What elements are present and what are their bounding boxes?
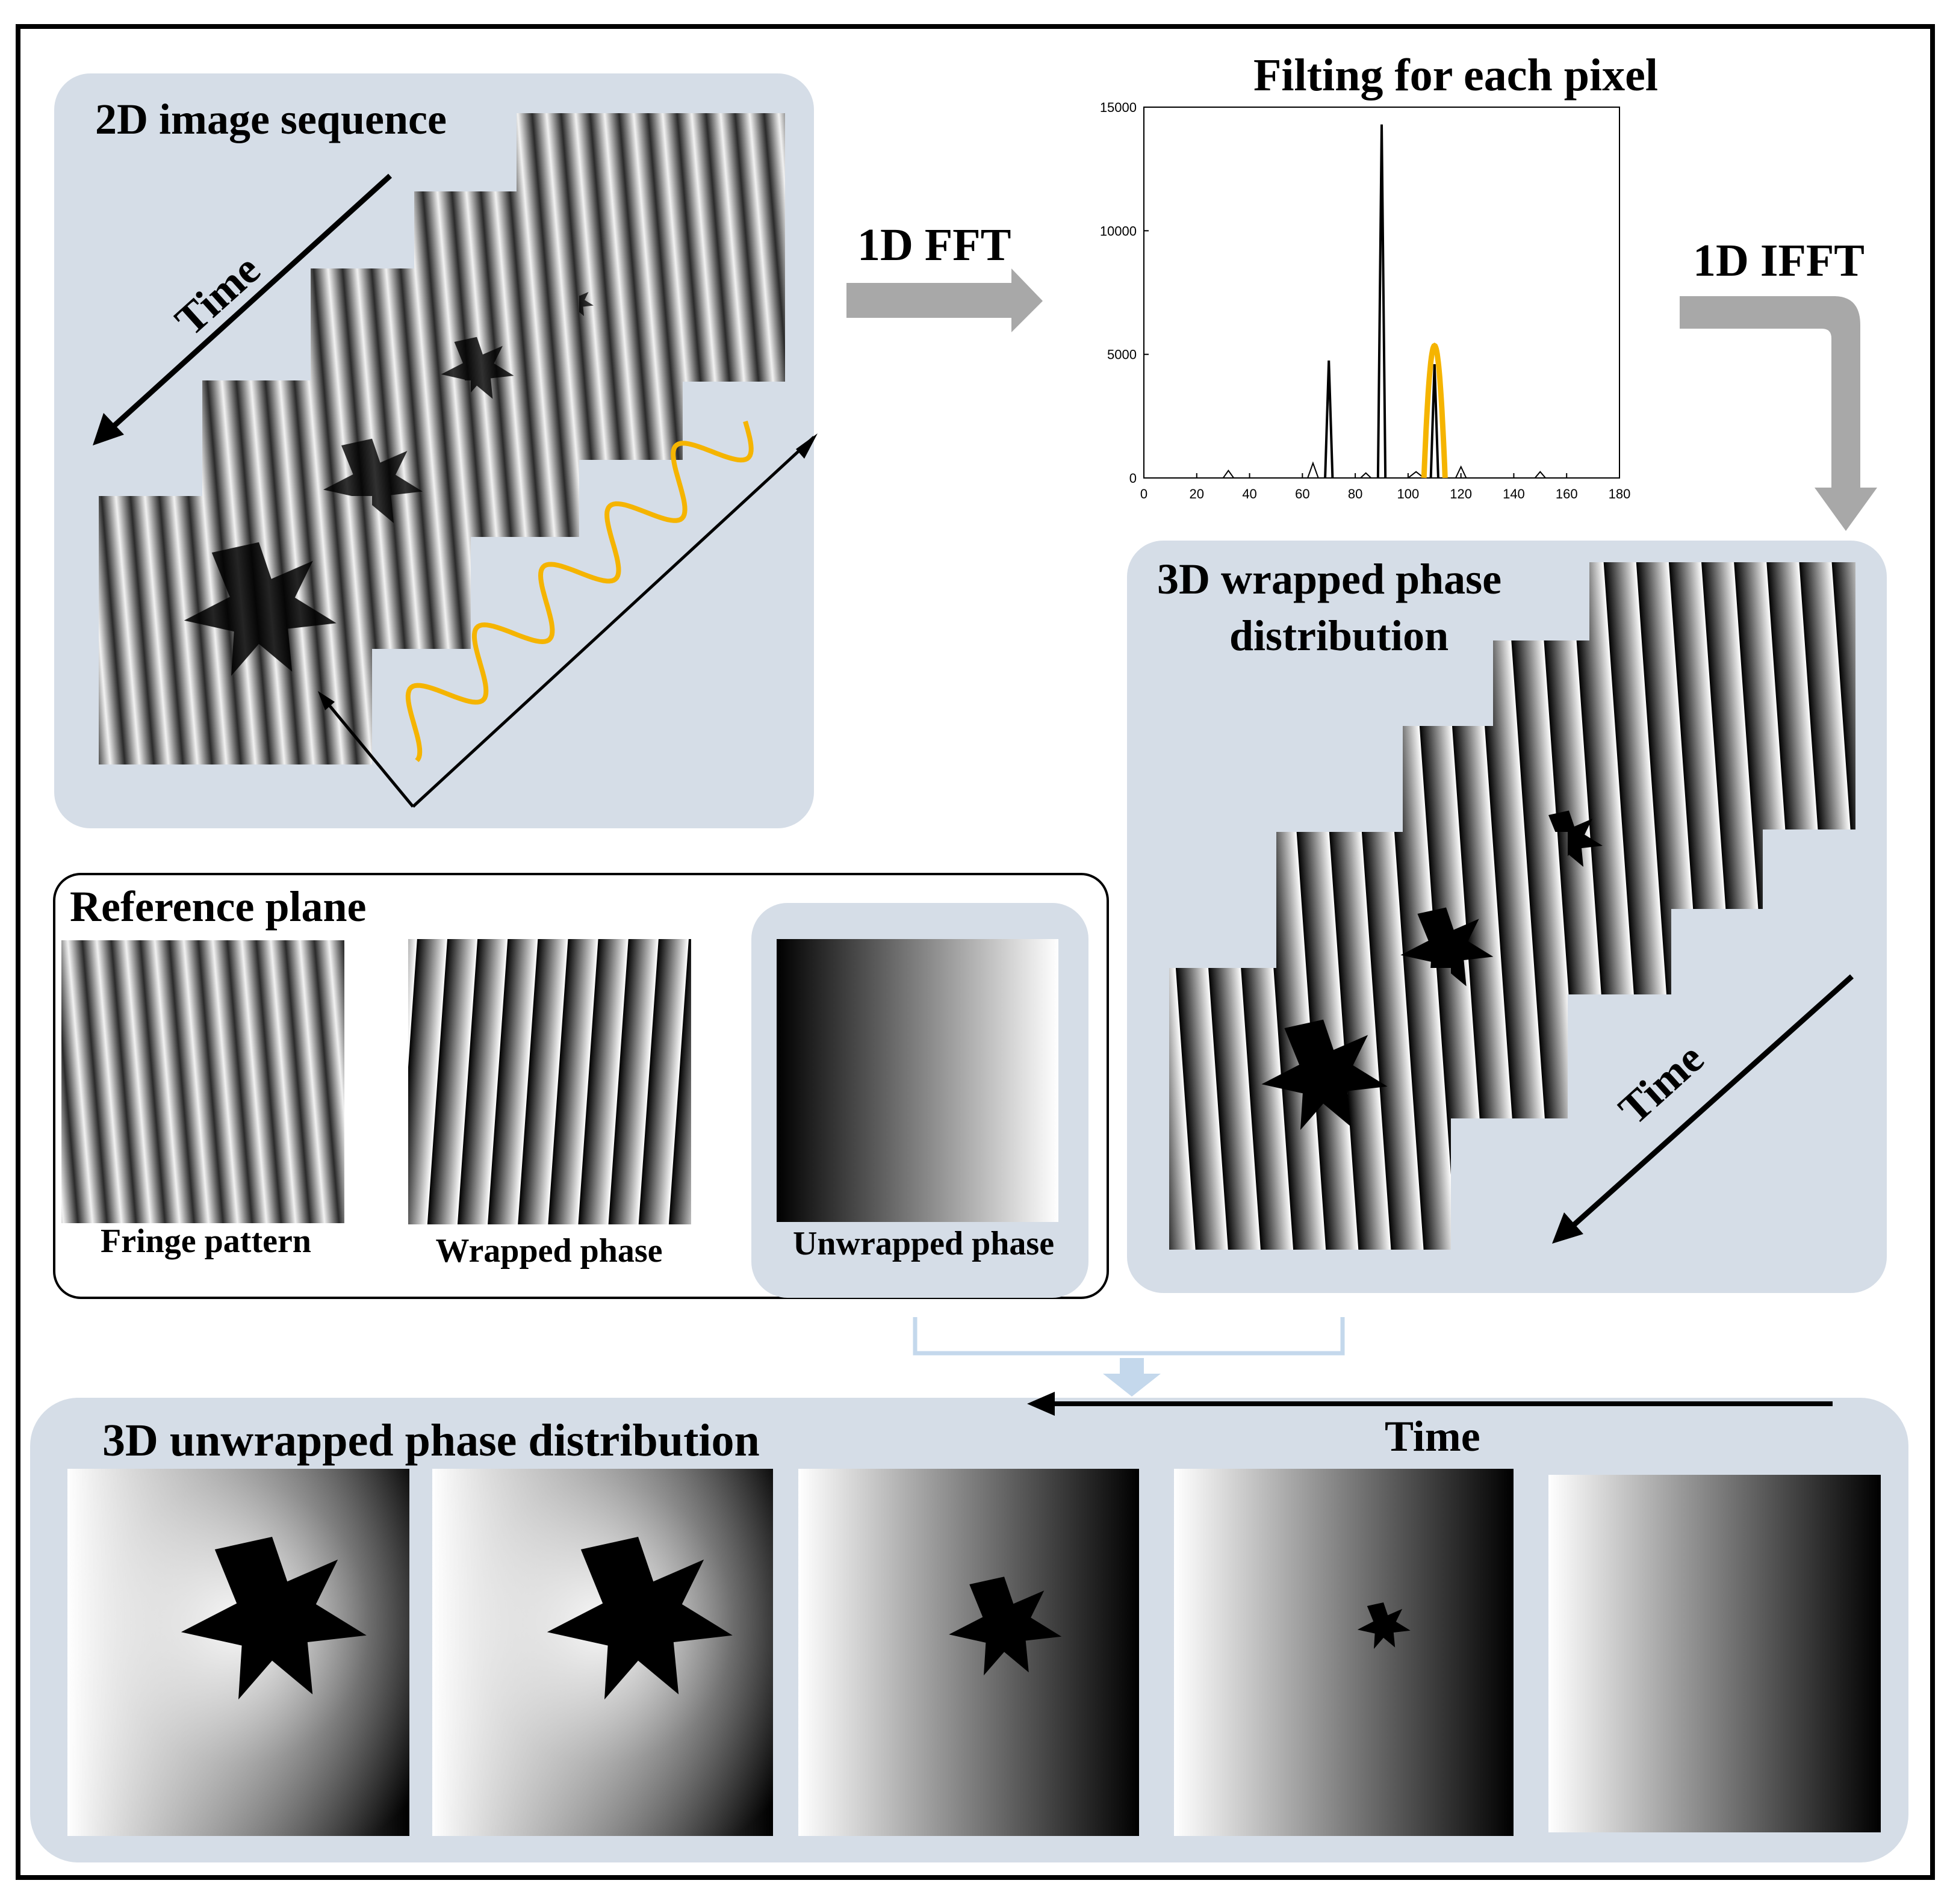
chart-title: Filting for each pixel bbox=[1253, 50, 1658, 101]
spectrum-peak-1 bbox=[1324, 360, 1334, 479]
ifft-label: 1D IFFT bbox=[1693, 235, 1865, 286]
fft-arrow bbox=[846, 268, 1043, 332]
wrapped-stack bbox=[1169, 562, 1855, 1250]
x-tick-label: 40 bbox=[1242, 486, 1256, 501]
fringe-pattern-caption: Fringe pattern bbox=[101, 1223, 311, 1260]
spectrum-peaks bbox=[1324, 124, 1439, 479]
y-tick-label: 5000 bbox=[1107, 347, 1137, 362]
time-label-unwrapped: Time bbox=[1385, 1412, 1480, 1460]
x-tick-label: 80 bbox=[1348, 486, 1362, 501]
reference-fringe-image bbox=[61, 940, 344, 1223]
image-sequence-title: 2D image sequence bbox=[95, 95, 447, 143]
spectrum-peak-2 bbox=[1376, 124, 1387, 479]
wrapped-phase-panel: 3D wrapped phase distribution Time bbox=[1127, 541, 1887, 1293]
y-tick-label: 10000 bbox=[1100, 223, 1137, 238]
x-tick-label: 120 bbox=[1450, 486, 1472, 501]
unwrapped-frame-1 bbox=[67, 1469, 409, 1836]
fft-label: 1D FFT bbox=[857, 220, 1011, 270]
unwrapped-3d-title: 3D unwrapped phase distribution bbox=[102, 1415, 760, 1466]
merge-bracket bbox=[913, 1317, 1345, 1397]
y-tick-label: 0 bbox=[1129, 471, 1137, 486]
wrapped-phase-caption: Wrapped phase bbox=[435, 1232, 662, 1270]
wrapped-3d-title-line2: distribution bbox=[1229, 612, 1449, 660]
unwrapped-phase-panel: Time 3D unwrapped phase distribution bbox=[30, 1392, 1908, 1862]
fringe-stack bbox=[99, 113, 785, 764]
time-arrow-unwrapped bbox=[1027, 1392, 1833, 1416]
x-tick-label: 60 bbox=[1295, 486, 1309, 501]
unwrapped-frame-3 bbox=[798, 1469, 1139, 1836]
x-tick-label: 20 bbox=[1190, 486, 1204, 501]
reference-wrapped-image bbox=[408, 939, 691, 1224]
y-tick-label: 15000 bbox=[1100, 100, 1137, 115]
ifft-arrow bbox=[1680, 296, 1877, 531]
spectrum-baseline bbox=[1144, 461, 1619, 479]
outer-frame bbox=[16, 24, 1935, 1880]
unwrapped-frame-2 bbox=[432, 1469, 773, 1836]
x-tick-label: 100 bbox=[1397, 486, 1420, 501]
spectrum-chart: Filting for each pixel 0 20 40 60 80 100 120 14… bbox=[1100, 50, 1658, 501]
reference-plane-box: Reference plane Fringe pattern Wrapped p… bbox=[53, 873, 1109, 1299]
unwrapped-frame-5 bbox=[1548, 1475, 1881, 1832]
spectrum-peak-3 bbox=[1429, 364, 1439, 479]
wrapped-3d-title-line1: 3D wrapped phase bbox=[1157, 555, 1501, 603]
x-tick-label: 160 bbox=[1556, 486, 1578, 501]
image-sequence-panel: 2D image sequence Time bbox=[54, 73, 818, 828]
filter-window bbox=[1421, 343, 1448, 479]
chart-ticks: 0 20 40 60 80 100 120 140 160 180 0 5000 10000 15000 bbox=[1100, 100, 1631, 501]
unwrapped-frame-4 bbox=[1174, 1469, 1514, 1836]
reference-plane-title: Reference plane bbox=[70, 882, 367, 931]
x-tick-label: 0 bbox=[1140, 486, 1147, 501]
reference-unwrapped-image bbox=[777, 939, 1058, 1222]
pixel-intensity-wave bbox=[405, 420, 754, 762]
x-tick-label: 180 bbox=[1609, 486, 1631, 501]
x-tick-label: 140 bbox=[1503, 486, 1525, 501]
time-arrow-sequence bbox=[93, 173, 393, 445]
time-arrow-wrapped bbox=[1552, 974, 1854, 1244]
merge-arrow bbox=[1103, 1358, 1161, 1397]
pixel-axes bbox=[318, 433, 818, 808]
unwrapped-phase-caption: Unwrapped phase bbox=[793, 1225, 1054, 1262]
